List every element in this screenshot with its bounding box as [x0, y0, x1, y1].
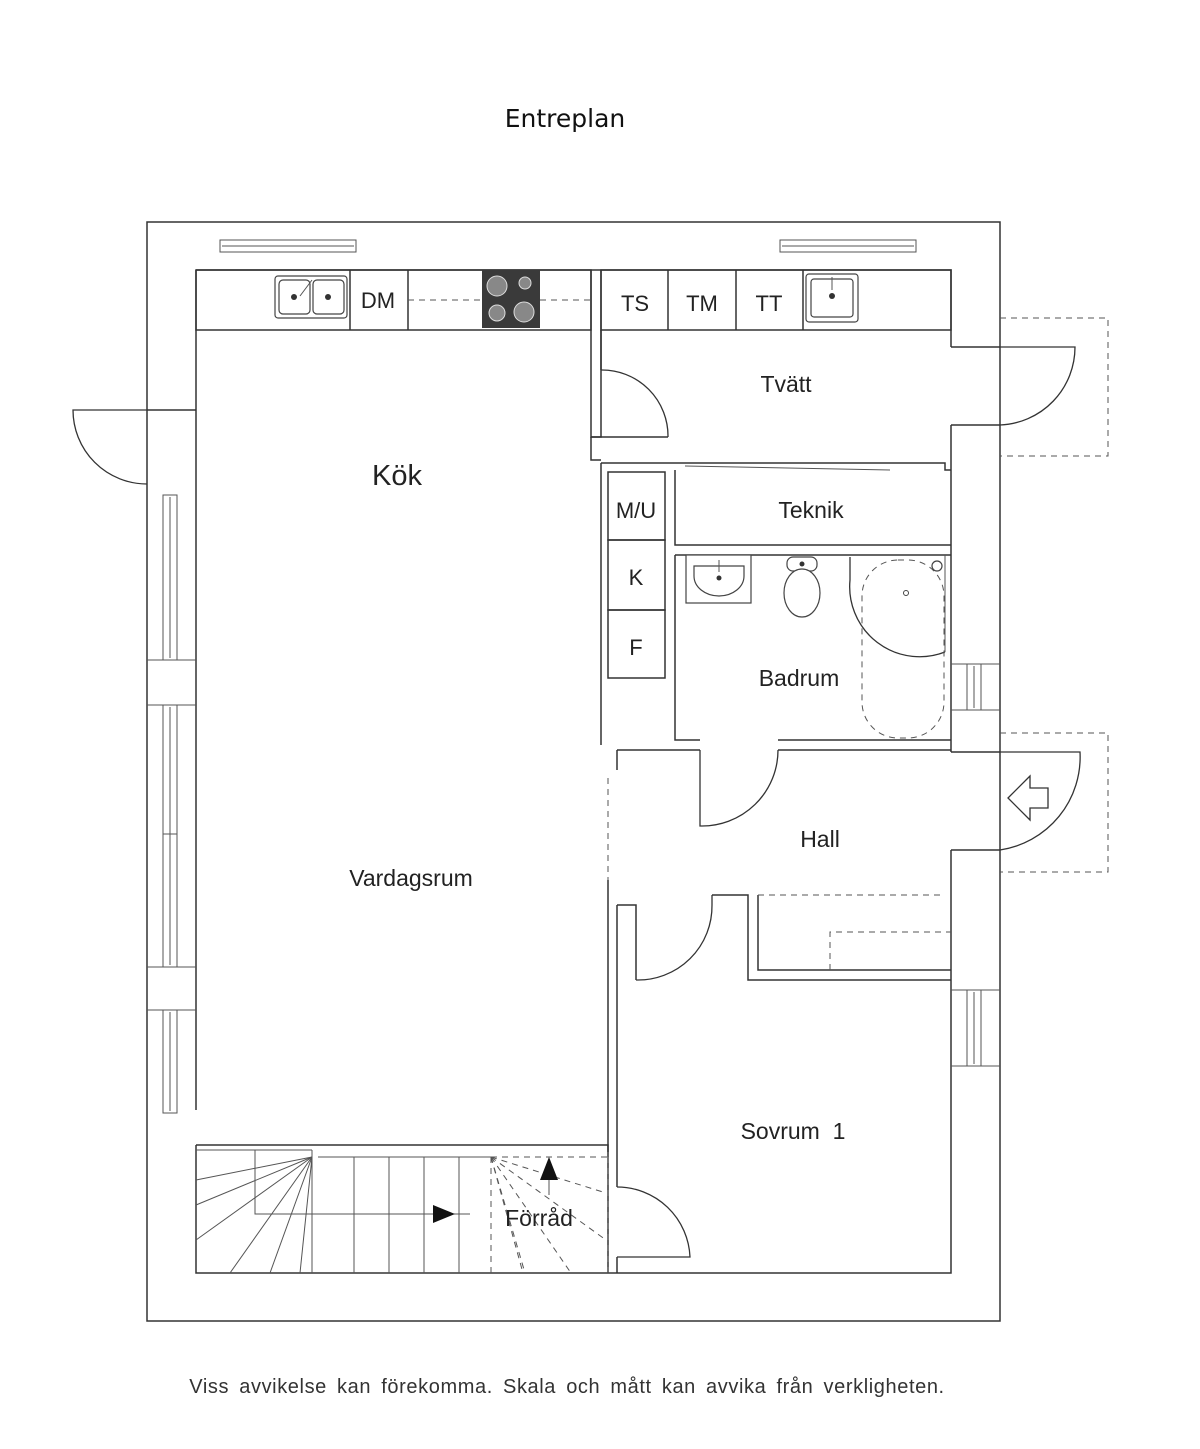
stove-icon — [482, 270, 540, 328]
door-laundry-exterior — [951, 317, 1109, 457]
door-storage — [616, 1186, 691, 1258]
windows-left — [147, 494, 196, 1114]
stair-arrow-up-icon — [540, 1157, 558, 1180]
bathtub-icon — [861, 559, 945, 739]
door-bedroom — [635, 895, 713, 981]
room-label-teknik: Teknik — [778, 497, 844, 523]
label-ts: TS — [621, 291, 649, 316]
room-label-forrad: Förråd — [505, 1205, 573, 1231]
label-k: K — [629, 565, 644, 590]
entrance-arrow-icon — [1007, 774, 1049, 822]
staircase — [195, 1149, 609, 1274]
door-kitchen-laundry — [600, 369, 669, 438]
washbasin-icon — [685, 554, 752, 604]
double-sink-icon — [274, 275, 348, 319]
room-label-sovrum: Sovrum 1 — [741, 1118, 846, 1144]
door-bathroom — [699, 749, 779, 827]
room-label-badrum: Badrum — [759, 665, 840, 691]
windows-right — [951, 663, 1000, 1067]
plan-title: Entreplan — [505, 104, 626, 133]
interior-walls — [196, 270, 951, 1273]
laundry-sink-icon — [805, 273, 859, 323]
label-f: F — [629, 635, 642, 660]
room-label-vardagsrum: Vardagsrum — [349, 865, 473, 891]
window-top-right — [779, 239, 917, 253]
room-label-hall: Hall — [800, 826, 840, 852]
label-dm: DM — [361, 288, 395, 313]
outer-walls — [146, 221, 1001, 1322]
door-kitchen-exterior — [72, 409, 196, 485]
door-main-entrance — [951, 732, 1109, 873]
label-tm: TM — [686, 291, 718, 316]
room-label-kok: Kök — [372, 460, 422, 492]
stair-arrow-right-icon — [433, 1205, 455, 1223]
disclaimer-text: Viss avvikelse kan förekomma. Skala och … — [189, 1376, 944, 1398]
window-top-left — [219, 239, 357, 253]
label-tt: TT — [756, 291, 783, 316]
label-mu: M/U — [616, 498, 656, 523]
toilet-icon — [783, 556, 821, 618]
room-label-tvatt: Tvätt — [760, 371, 812, 397]
shower-icon — [849, 555, 946, 658]
